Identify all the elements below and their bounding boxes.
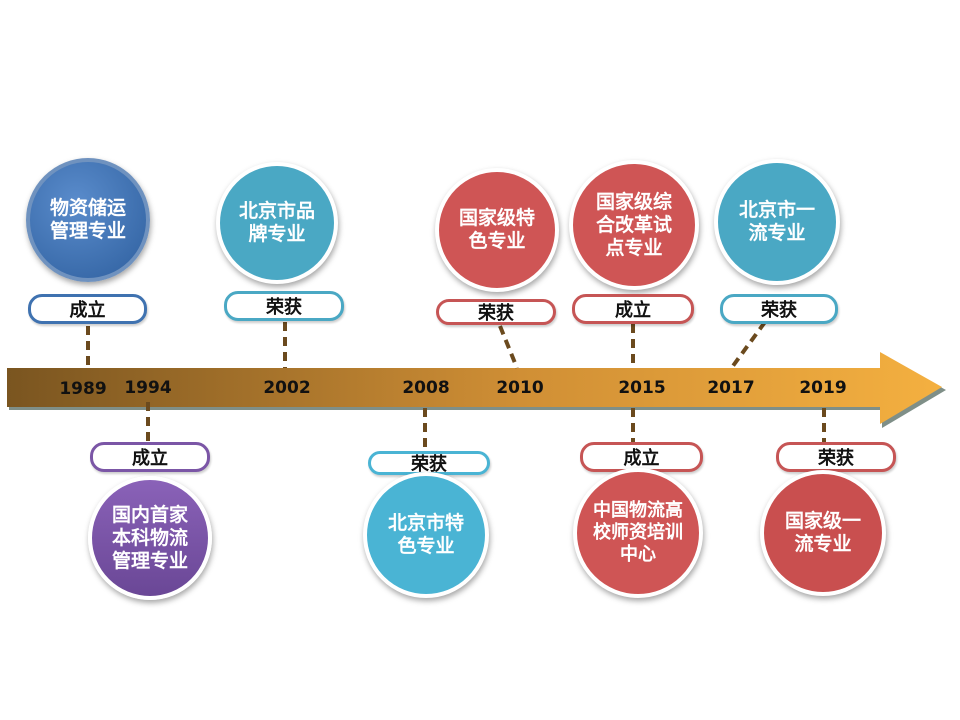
event-badge-1994: 成立 (90, 442, 210, 472)
event-badge-2019: 荣获 (776, 442, 896, 472)
year-label: 2015 (618, 378, 666, 398)
event-badge-1989: 成立 (28, 294, 147, 324)
event-badge-2010: 荣获 (436, 299, 556, 325)
timeline-arrow (7, 352, 942, 424)
event-circle-2008: 北京市特 色专业 (363, 472, 489, 598)
event-circle-2019: 国家级一 流专业 (760, 470, 886, 596)
event-circle-2017: 北京市一 流专业 (714, 159, 840, 285)
event-badge-2015-top: 成立 (572, 294, 694, 324)
event-badge-2017: 荣获 (720, 294, 838, 324)
event-circle-2002: 北京市品 牌专业 (216, 162, 338, 284)
event-circle-2015-bottom: 中国物流高 校师资培训 中心 (573, 468, 703, 598)
year-label: 2019 (799, 378, 847, 398)
year-label: 1994 (124, 378, 172, 398)
event-circle-1994: 国内首家 本科物流 管理专业 (88, 476, 212, 600)
year-label: 2010 (496, 378, 544, 398)
year-label: 2008 (402, 378, 450, 398)
year-label: 2017 (707, 378, 755, 398)
connector-2010 (498, 325, 519, 369)
connector-2017 (728, 320, 767, 372)
year-label: 1989 (59, 379, 107, 399)
event-circle-1989: 物资储运 管理专业 (26, 158, 150, 282)
year-label: 2002 (263, 378, 311, 398)
event-circle-2010: 国家级特 色专业 (435, 168, 559, 292)
event-badge-2002: 荣获 (224, 291, 344, 321)
event-circle-2015-top: 国家级综 合改革试 点专业 (569, 160, 699, 290)
